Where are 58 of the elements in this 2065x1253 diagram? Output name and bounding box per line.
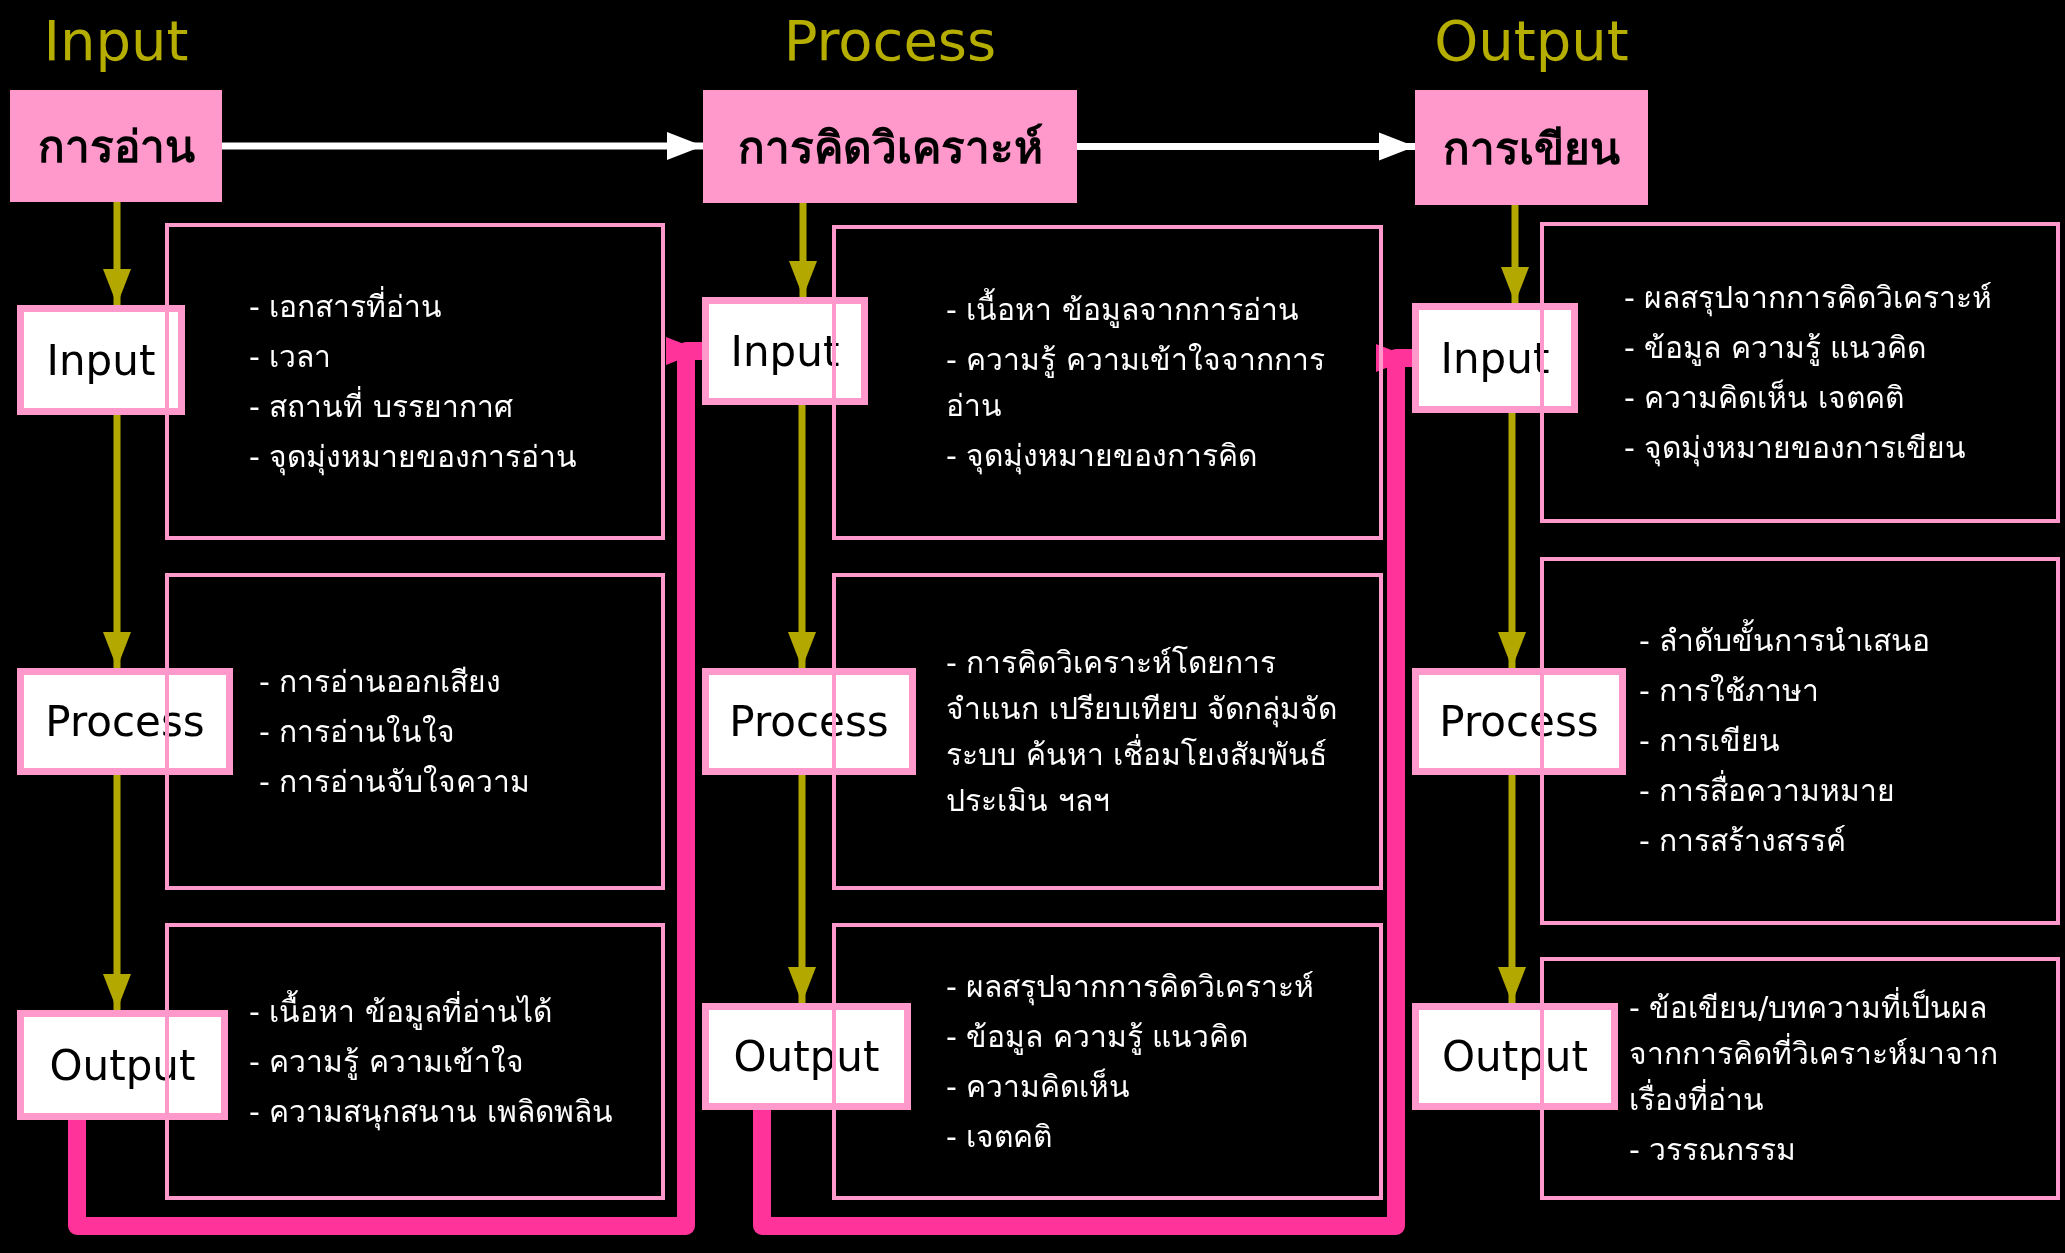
arrow (789, 203, 817, 297)
arrow (1498, 413, 1526, 668)
bullet-item: - ผลสรุปจากการคิดวิเคราะห์ (946, 967, 1316, 1008)
bullet-item: - การเขียน (1639, 722, 1782, 760)
bullet-item: - จุดมุ่งหมายของการคิด (946, 436, 1259, 477)
bullet-item: - สถานที่ บรรยากาศ (249, 385, 514, 426)
step-box: Input (702, 297, 868, 405)
bullet-item: - ข้อมูล ความรู้ แนวคิด (946, 1017, 1250, 1057)
bullet-item: - ความคิดเห็น (946, 1067, 1132, 1106)
column-heading: Output (1434, 8, 1629, 74)
bullet-item: - ความรู้ ความเข้าใจจากการอ่าน (946, 340, 1326, 425)
step-box: Input (1412, 303, 1578, 413)
arrow (788, 405, 816, 668)
bullet-item: - จุดมุ่งหมายของการเขียน (1624, 428, 1968, 469)
bullet-item: - การอ่านในใจ (259, 712, 457, 751)
bullet-item: - ข้อมูล ความรู้ แนวคิด (1624, 328, 1928, 368)
bullet-item: - การอ่านจับใจความ (259, 762, 532, 801)
bullet-item: - เจตคติ (946, 1117, 1054, 1156)
step-box: Process (17, 668, 233, 775)
bullet-item: - เนื้อหา ข้อมูลที่อ่านได้ (249, 988, 641, 1035)
stage-box: การคิดวิเคราะห์ (703, 90, 1077, 203)
bullet-item: - การใช้ภาษา (1639, 672, 1821, 710)
stage-box: การอ่าน (10, 90, 222, 202)
bullet-item: - เนื้อหา ข้อมูลจากการอ่าน (946, 286, 1359, 333)
step-box: Process (702, 668, 916, 775)
bullet-item: - ความคิดเห็น เจตคติ (1624, 378, 1905, 417)
arrow (103, 775, 131, 1010)
bullet-item: - การอ่านออกเสียง (259, 662, 503, 701)
column-heading: Process (783, 8, 997, 74)
arrow (753, 344, 1413, 1235)
bullet-item: - ลำดับขั้นการนำเสนอ (1639, 618, 2036, 664)
bullet-item: - การสื่อความหมาย (1639, 768, 2036, 814)
step-box: Input (17, 305, 185, 415)
arrow (103, 415, 131, 668)
arrow (222, 132, 703, 160)
arrow (68, 337, 703, 1235)
bullet-item: - การสร้างสรรค์ (1639, 822, 1848, 860)
arrow (1501, 205, 1529, 303)
bullet-item: - วรรณกรรม (1629, 1130, 1798, 1169)
step-box: Output (17, 1010, 228, 1120)
bullet-item: - การคิดวิเคราะห์โดยการจำแนก เปรียบเทียบ จัดกลุ่มจัดระบบ ค้นหา เชื่อมโยงสัมพันธ์ ประเมิน ฯลฯ (946, 643, 1339, 820)
bullet-item: - เวลา (249, 337, 333, 376)
step-box: Output (702, 1003, 911, 1110)
arrow (1498, 775, 1526, 1003)
bullet-item: - ความสนุกสนาน เพลิดพลิน (249, 1092, 614, 1133)
arrow (103, 202, 131, 305)
bullet-item: - ผลสรุปจากการคิดวิเคราะห์ (1624, 278, 1994, 319)
stage-box: การเขียน (1415, 90, 1648, 205)
bullet-item: - ความรู้ ความเข้าใจ (249, 1042, 525, 1082)
step-box: Output (1412, 1003, 1618, 1110)
step-box: Process (1412, 668, 1626, 775)
bullet-item: - ข้อเขียน/บทความที่เป็นผลจากการคิดที่วิเคราะห์มาจากเรื่องที่อ่าน (1629, 986, 1999, 1119)
bullet-item: - เอกสารที่อ่าน (249, 285, 444, 326)
arrow (788, 775, 816, 1003)
bullet-item: - จุดมุ่งหมายของการอ่าน (249, 437, 579, 478)
text-panel (165, 223, 665, 540)
arrow (1077, 132, 1415, 161)
column-heading: Input (43, 8, 189, 74)
